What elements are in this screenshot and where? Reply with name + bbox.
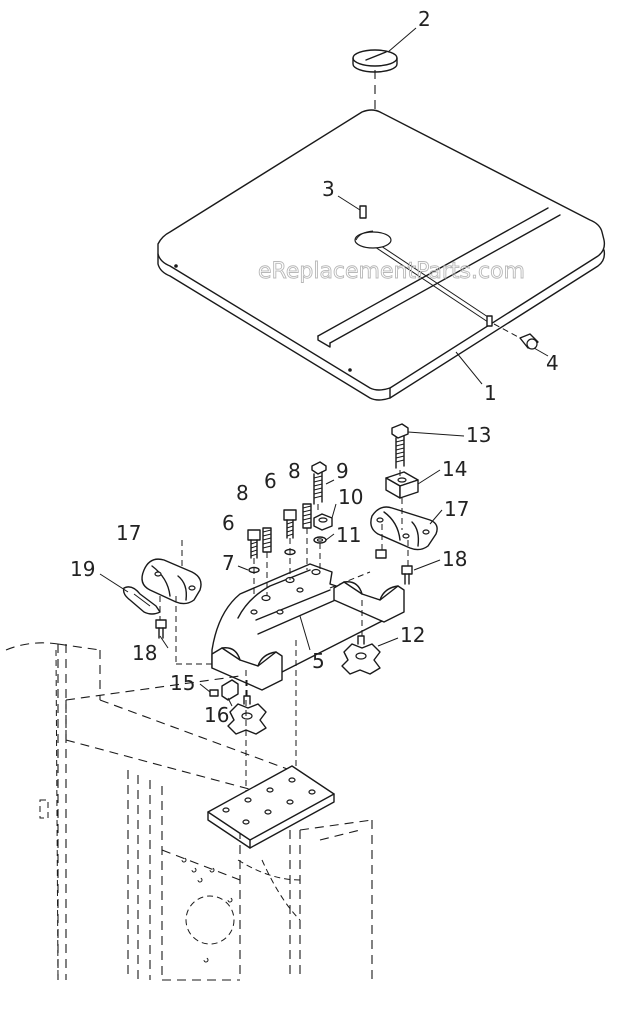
callout-4: 4 [546, 351, 559, 375]
lock-knob-right[interactable] [341, 635, 381, 675]
callout-13: 16 [204, 703, 229, 727]
cap-screw-6b[interactable] [247, 529, 261, 559]
callout-2: 2 [418, 7, 431, 31]
callout-18-right: 18 [442, 547, 467, 571]
stand-outline [5, 642, 373, 981]
cap-screw-6a[interactable] [283, 509, 297, 539]
square-nut-16[interactable] [385, 471, 419, 499]
callout-9: 9 [336, 459, 349, 483]
callout-17-left: 17 [116, 521, 141, 545]
callout-11: 11 [336, 523, 361, 547]
callouts: 2 3 4 1 13 14 17 18 9 8 10 6 8 11 6 7 17… [70, 7, 559, 727]
screw-18-right-a[interactable] [375, 549, 387, 559]
set-screw[interactable] [493, 323, 539, 350]
callout-3: 3 [322, 177, 335, 201]
callout-6-top: 6 [264, 469, 277, 493]
trunnion-right[interactable] [370, 506, 438, 551]
callout-5: 5 [312, 649, 325, 673]
assembly-lines [159, 470, 409, 800]
callout-8-left: 8 [236, 481, 249, 505]
callout-10: 10 [338, 485, 363, 509]
washer-11[interactable] [313, 536, 327, 544]
callout-12: 12 [400, 623, 425, 647]
pointer[interactable] [122, 586, 161, 615]
screw-18-left[interactable] [155, 619, 167, 639]
callout-14: 15 [170, 671, 195, 695]
trunnion-base[interactable] [211, 563, 405, 691]
screw-14[interactable] [209, 689, 219, 697]
clamp-plate[interactable] [221, 679, 239, 701]
hex-nut-10[interactable] [313, 513, 333, 531]
watermark-text: eReplacementParts.com [258, 259, 525, 284]
mounting-plate[interactable] [207, 765, 335, 849]
callout-17-right: 17 [444, 497, 469, 521]
callout-19: 19 [70, 557, 95, 581]
hex-bolt-15[interactable] [391, 423, 409, 469]
leveling-pin[interactable] [359, 205, 367, 219]
callout-16: 14 [442, 457, 467, 481]
leader-lines [99, 27, 549, 707]
lock-knob-left[interactable] [227, 695, 267, 735]
hex-bolt-9[interactable] [311, 461, 327, 505]
callout-6-left: 6 [222, 511, 235, 535]
table-insert[interactable] [352, 49, 398, 73]
set-screw-8b[interactable] [262, 527, 272, 553]
callout-18-left: 18 [132, 641, 157, 665]
table-top[interactable] [157, 109, 606, 401]
callout-15: 13 [466, 423, 491, 447]
callout-8-top: 8 [288, 459, 301, 483]
trunnion-left[interactable] [141, 558, 202, 605]
set-screw-8a[interactable] [302, 503, 312, 529]
screw-18-right-b[interactable] [401, 565, 413, 585]
callout-7: 7 [222, 551, 235, 575]
callout-1: 1 [484, 381, 497, 405]
